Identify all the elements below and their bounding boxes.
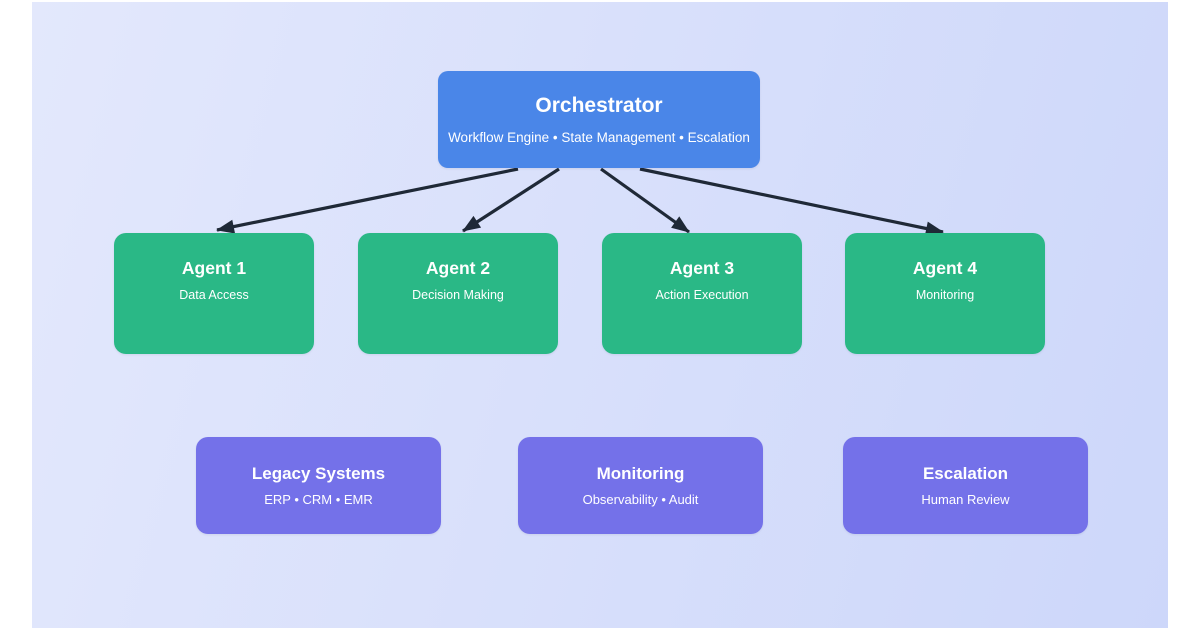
node-subtitle: Decision Making bbox=[412, 288, 504, 302]
node-agent-1: Agent 1 Data Access bbox=[114, 233, 314, 354]
node-title: Orchestrator bbox=[535, 94, 663, 117]
node-agent-4: Agent 4 Monitoring bbox=[845, 233, 1045, 354]
node-subtitle: Monitoring bbox=[915, 288, 975, 302]
node-agent-3: Agent 3 Action Execution bbox=[602, 233, 802, 354]
node-subtitle: Action Execution bbox=[655, 288, 749, 302]
node-subtitle: Observability • Audit bbox=[582, 492, 699, 507]
node-title: Agent 1 bbox=[181, 258, 247, 278]
node-title: Agent 4 bbox=[912, 258, 978, 278]
node-subtitle: Human Review bbox=[921, 492, 1010, 507]
node-title: Legacy Systems bbox=[251, 464, 386, 483]
node-subtitle: Data Access bbox=[179, 288, 249, 302]
node-legacy-systems: Legacy Systems ERP • CRM • EMR bbox=[196, 437, 441, 534]
node-subtitle: Workflow Engine • State Management • Esc… bbox=[448, 130, 750, 145]
node-title: Agent 2 bbox=[425, 258, 491, 278]
node-orchestrator: Orchestrator Workflow Engine • State Man… bbox=[438, 71, 760, 168]
node-escalation: Escalation Human Review bbox=[843, 437, 1088, 534]
node-agent-2: Agent 2 Decision Making bbox=[358, 233, 558, 354]
node-title: Escalation bbox=[922, 464, 1009, 483]
node-title: Monitoring bbox=[596, 464, 685, 483]
node-subtitle: ERP • CRM • EMR bbox=[264, 492, 373, 507]
node-title: Agent 3 bbox=[669, 258, 735, 278]
node-monitoring: Monitoring Observability • Audit bbox=[518, 437, 763, 534]
